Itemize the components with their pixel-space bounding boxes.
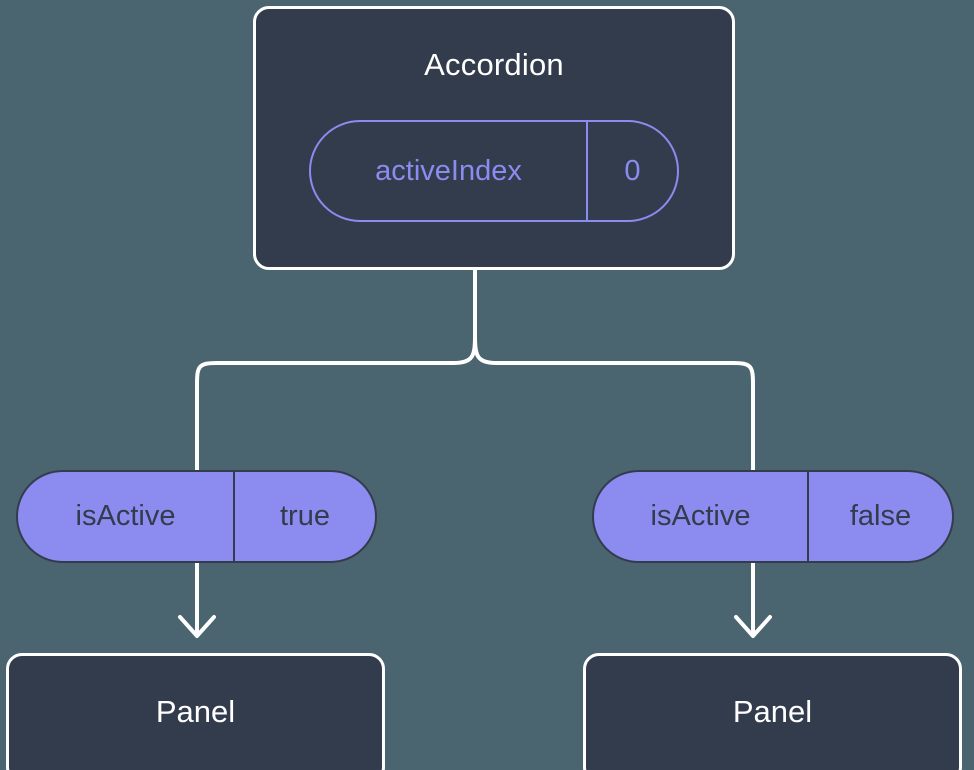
state-pill-active-index[interactable]: activeIndex 0	[309, 120, 679, 222]
prop-pill-value: true	[280, 500, 330, 532]
state-pill-value: 0	[624, 154, 641, 187]
state-pill-key: activeIndex	[311, 122, 588, 220]
node-accordion-label: Accordion	[424, 47, 564, 82]
arrow-left-head	[178, 615, 216, 638]
connector-root-fork-left	[195, 334, 477, 472]
arrow-right-head	[734, 615, 772, 638]
prop-pill-is-active-true[interactable]: isActive true	[16, 470, 377, 563]
prop-pill-value: false	[849, 500, 912, 532]
prop-pill-key: isActive	[18, 472, 235, 561]
node-panel-left[interactable]: Panel	[6, 653, 385, 770]
node-panel-right[interactable]: Panel	[583, 653, 962, 770]
prop-pill-key: isActive	[594, 472, 809, 561]
node-panel-right-label: Panel	[732, 694, 813, 729]
node-panel-left-label: Panel	[155, 694, 236, 729]
prop-pill-is-active-false[interactable]: isActive false	[592, 470, 954, 563]
node-accordion[interactable]: Accordion activeIndex 0	[253, 6, 735, 270]
connector-root-fork	[473, 268, 755, 472]
